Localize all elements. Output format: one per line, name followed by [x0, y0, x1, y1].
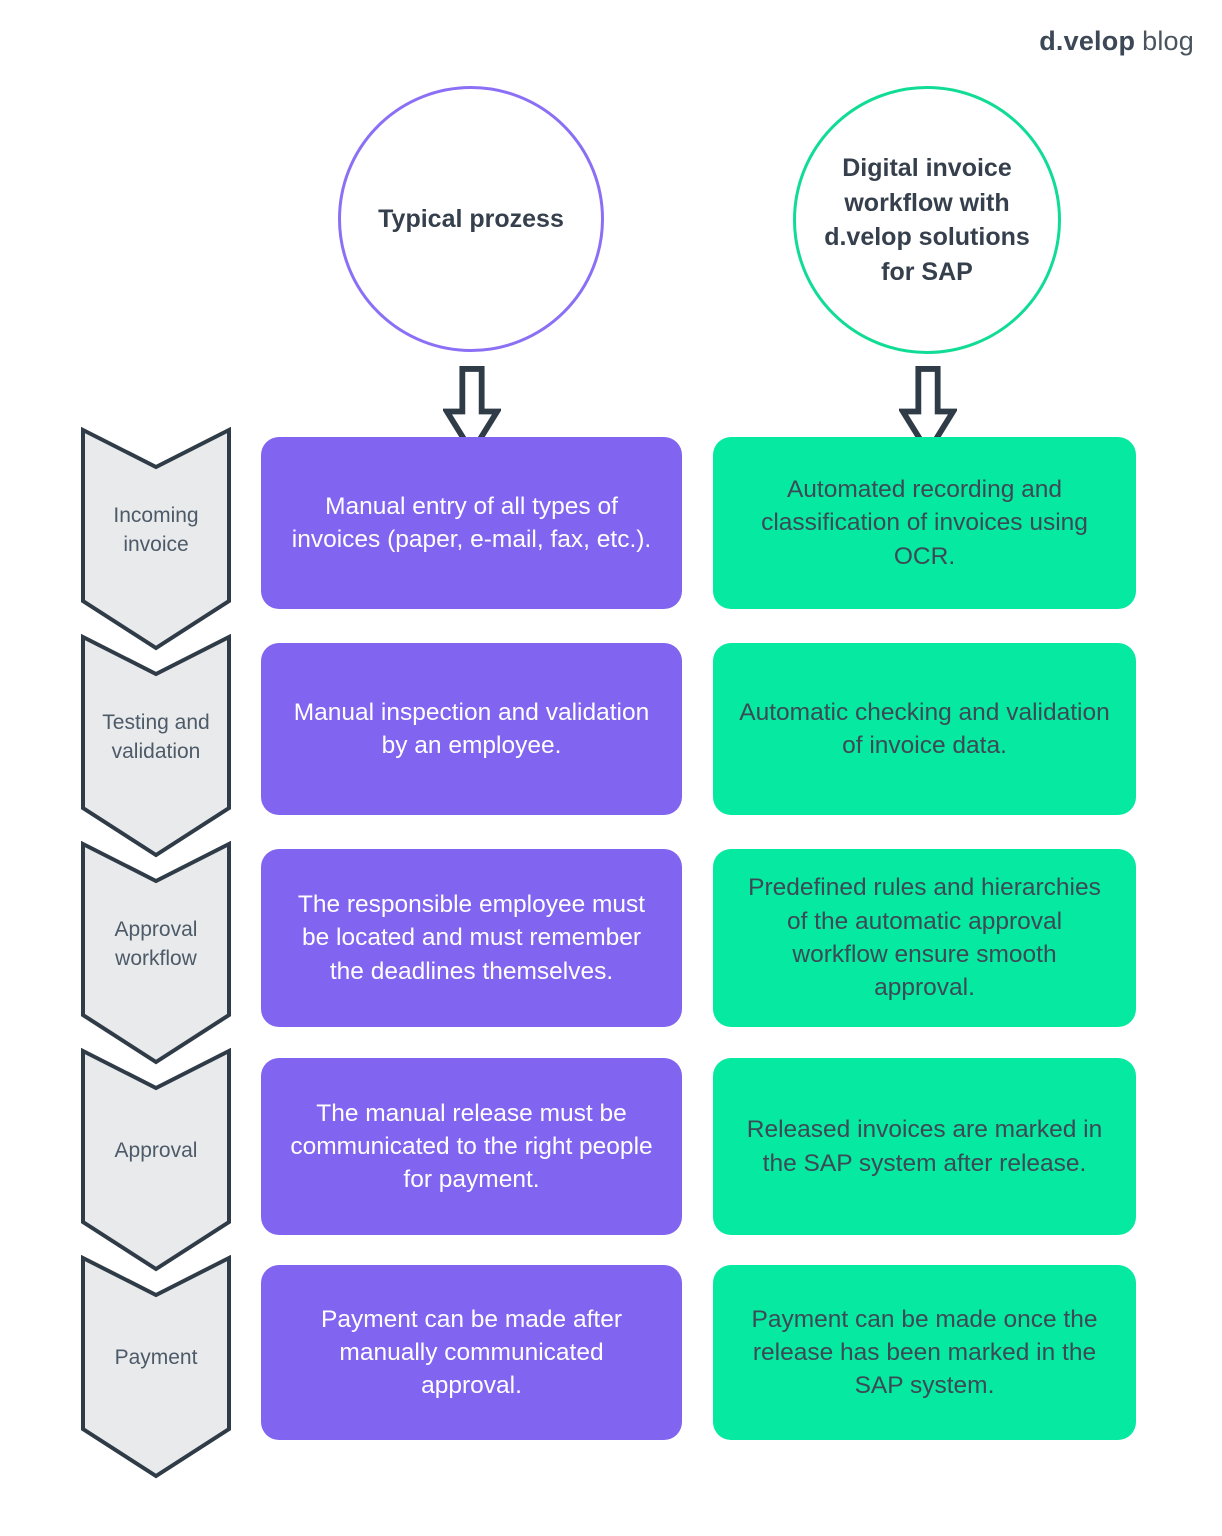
stage-label: Approval workflow: [114, 918, 198, 970]
digital-box-incoming-invoice: Automated recording and classification o…: [713, 437, 1136, 609]
typical-box-text: The responsible employee must be located…: [297, 891, 646, 985]
stage-chevron-testing-validation: Testing and validation: [80, 634, 232, 859]
stage-label: Incoming invoice: [113, 504, 199, 556]
typical-box-approval-workflow: The responsible employee must be located…: [261, 849, 682, 1027]
typical-box-text: Manual inspection and validation by an e…: [293, 698, 650, 759]
chevron-down-banner-icon: [81, 634, 231, 858]
typical-box-payment: Payment can be made after manually commu…: [261, 1265, 682, 1440]
stage-label: Approval: [114, 1139, 198, 1163]
stage-chevron-incoming-invoice: Incoming invoice: [80, 427, 232, 652]
stage-chevron-payment: Payment: [80, 1255, 232, 1480]
digital-box-text: Automatic checking and validation of inv…: [739, 698, 1110, 759]
digital-box-text: Payment can be made once the release has…: [751, 1305, 1098, 1400]
logo-brand-text: d.velop: [1039, 26, 1136, 56]
digital-box-text: Automated recording and classification o…: [761, 476, 1088, 570]
digital-box-payment: Payment can be made once the release has…: [713, 1265, 1136, 1440]
down-arrow-icon: [899, 366, 957, 457]
stage-label: Testing and validation: [102, 711, 210, 763]
typical-box-text: The manual release must be communicated …: [290, 1099, 653, 1194]
digital-box-text: Predefined rules and hierarchies of the …: [748, 874, 1101, 1002]
digital-workflow-circle: Digital invoice workflow with d.velop so…: [793, 86, 1061, 354]
digital-box-approval: Released invoices are marked in the SAP …: [713, 1058, 1136, 1235]
typical-box-text: Payment can be made after manually commu…: [321, 1305, 622, 1400]
typical-box-incoming-invoice: Manual entry of all types of invoices (p…: [261, 437, 682, 609]
digital-box-testing-validation: Automatic checking and validation of inv…: [713, 643, 1136, 815]
digital-box-text: Released invoices are marked in the SAP …: [746, 1116, 1103, 1177]
typical-process-title: Typical prozess: [378, 204, 564, 233]
typical-box-testing-validation: Manual inspection and validation by an e…: [261, 643, 682, 815]
typical-box-approval: The manual release must be communicated …: [261, 1058, 682, 1235]
stage-chevron-approval: Approval: [80, 1048, 232, 1273]
chevron-down-banner-icon: [81, 427, 231, 651]
logo-suffix-text: blog: [1142, 26, 1194, 56]
stage-chevron-approval-workflow: Approval workflow: [80, 841, 232, 1066]
digital-box-approval-workflow: Predefined rules and hierarchies of the …: [713, 849, 1136, 1027]
digital-workflow-title: Digital invoice workflow with d.velop so…: [824, 154, 1030, 286]
typical-process-circle: Typical prozess: [338, 86, 604, 352]
chevron-down-banner-icon: [81, 1255, 231, 1479]
typical-box-text: Manual entry of all types of invoices (p…: [291, 492, 652, 553]
down-arrow-icon: [443, 366, 501, 457]
stage-label: Payment: [114, 1346, 198, 1370]
chevron-down-banner-icon: [81, 841, 231, 1065]
chevron-down-banner-icon: [81, 1048, 231, 1272]
